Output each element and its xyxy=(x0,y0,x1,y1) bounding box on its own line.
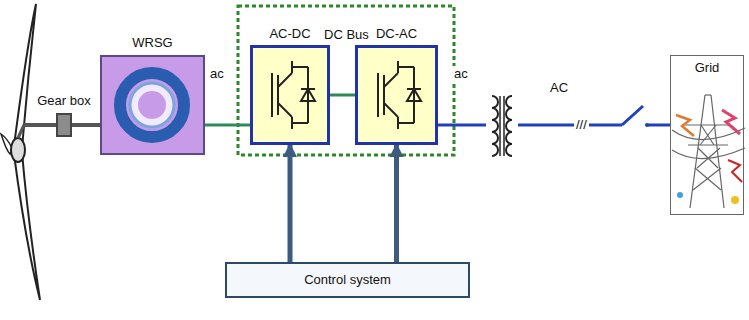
edge-label: ac xyxy=(208,66,226,82)
grid-box: Grid xyxy=(670,55,744,215)
node-label: WRSG xyxy=(132,35,172,51)
generator-box: WRSG xyxy=(100,55,205,155)
connector xyxy=(330,94,355,97)
node-label: Grid xyxy=(695,60,720,76)
connector xyxy=(394,145,399,262)
signal-label: AC xyxy=(548,80,570,96)
converter-box: DC-AC xyxy=(355,45,438,145)
control-box: Control system xyxy=(225,262,470,298)
node-label: AC-DC xyxy=(269,26,310,42)
node-label: DC-AC xyxy=(376,26,417,42)
node-label: Gear box xyxy=(37,93,90,109)
signal-label: ac xyxy=(452,66,470,82)
node-label: Control system xyxy=(304,272,391,288)
connector xyxy=(72,123,100,127)
edge-label: DC Bus xyxy=(322,27,371,43)
gearbox-box: Gear box xyxy=(56,113,72,137)
connector xyxy=(205,124,250,127)
connector xyxy=(288,145,293,262)
phase-mark: /// xyxy=(574,117,589,133)
converter-box: AC-DC xyxy=(250,45,330,145)
